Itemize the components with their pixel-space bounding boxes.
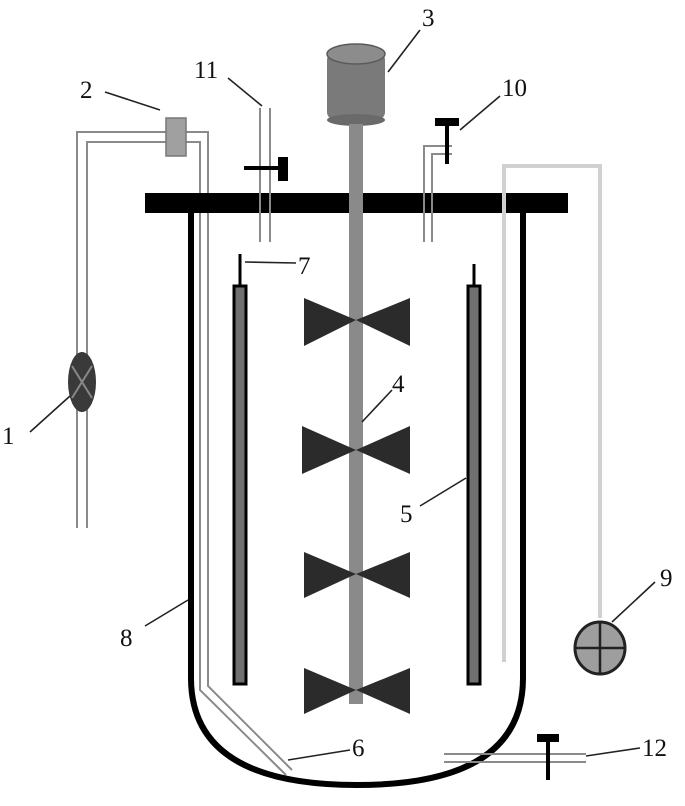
impeller-4-icon	[304, 668, 410, 714]
sparger-tube-6	[199, 200, 293, 776]
label-10: 10	[502, 75, 527, 102]
port-10	[423, 118, 459, 242]
impeller-3-icon	[304, 552, 410, 598]
impeller-1-icon	[304, 298, 410, 346]
motor-3-icon	[326, 43, 386, 126]
label-7: 7	[298, 253, 311, 280]
port-11	[244, 108, 288, 242]
gauge-9-icon	[573, 620, 627, 676]
valve-1-icon	[68, 352, 96, 412]
label-6: 6	[352, 735, 365, 762]
leader-lines	[29, 29, 656, 761]
bottom-port-12	[444, 734, 586, 780]
label-1: 1	[2, 423, 15, 450]
filter-2-icon	[165, 117, 187, 157]
label-8: 8	[120, 625, 133, 652]
label-11: 11	[194, 57, 218, 84]
label-9: 9	[660, 565, 673, 592]
vessel-body-8	[188, 210, 526, 789]
probe-7	[232, 254, 248, 686]
agitator-shaft-4	[349, 124, 363, 704]
label-12: 12	[642, 735, 667, 762]
label-3: 3	[422, 5, 435, 32]
label-2: 2	[80, 77, 93, 104]
baffle-5	[466, 264, 482, 686]
gauge-line	[502, 164, 602, 662]
label-4: 4	[392, 371, 405, 398]
label-5: 5	[400, 501, 413, 528]
impeller-2-icon	[302, 426, 410, 474]
